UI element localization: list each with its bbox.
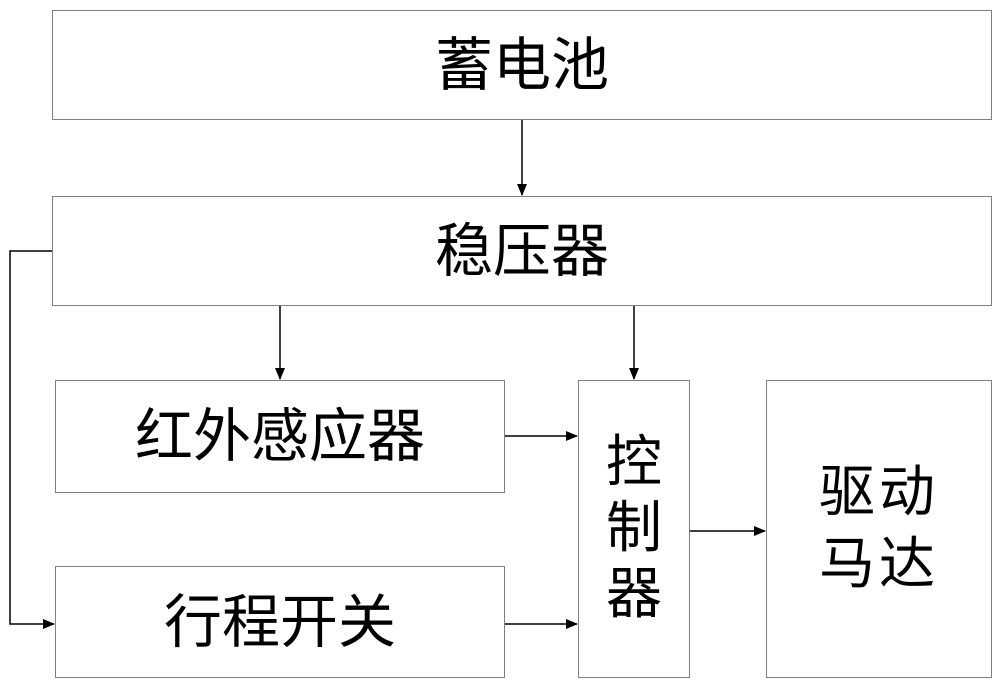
arrow-regulator-to-limit-switch [9, 250, 55, 629]
drive-motor-label: 驱动马达 [819, 460, 939, 597]
limit-switch-label: 行程开关 [163, 587, 396, 656]
voltage-regulator-label: 稳压器 [434, 216, 609, 285]
battery-box: 蓄电池 [52, 10, 992, 120]
voltage-regulator-box: 稳压器 [52, 196, 992, 306]
battery-label: 蓄电池 [434, 30, 609, 99]
infrared-sensor-box: 红外感应器 [55, 380, 505, 493]
infrared-sensor-label: 红外感应器 [134, 402, 425, 471]
drive-motor-box: 驱动马达 [766, 380, 992, 678]
controller-box: 控制器 [578, 380, 690, 678]
controller-label: 控制器 [606, 430, 662, 627]
limit-switch-box: 行程开关 [55, 566, 505, 678]
